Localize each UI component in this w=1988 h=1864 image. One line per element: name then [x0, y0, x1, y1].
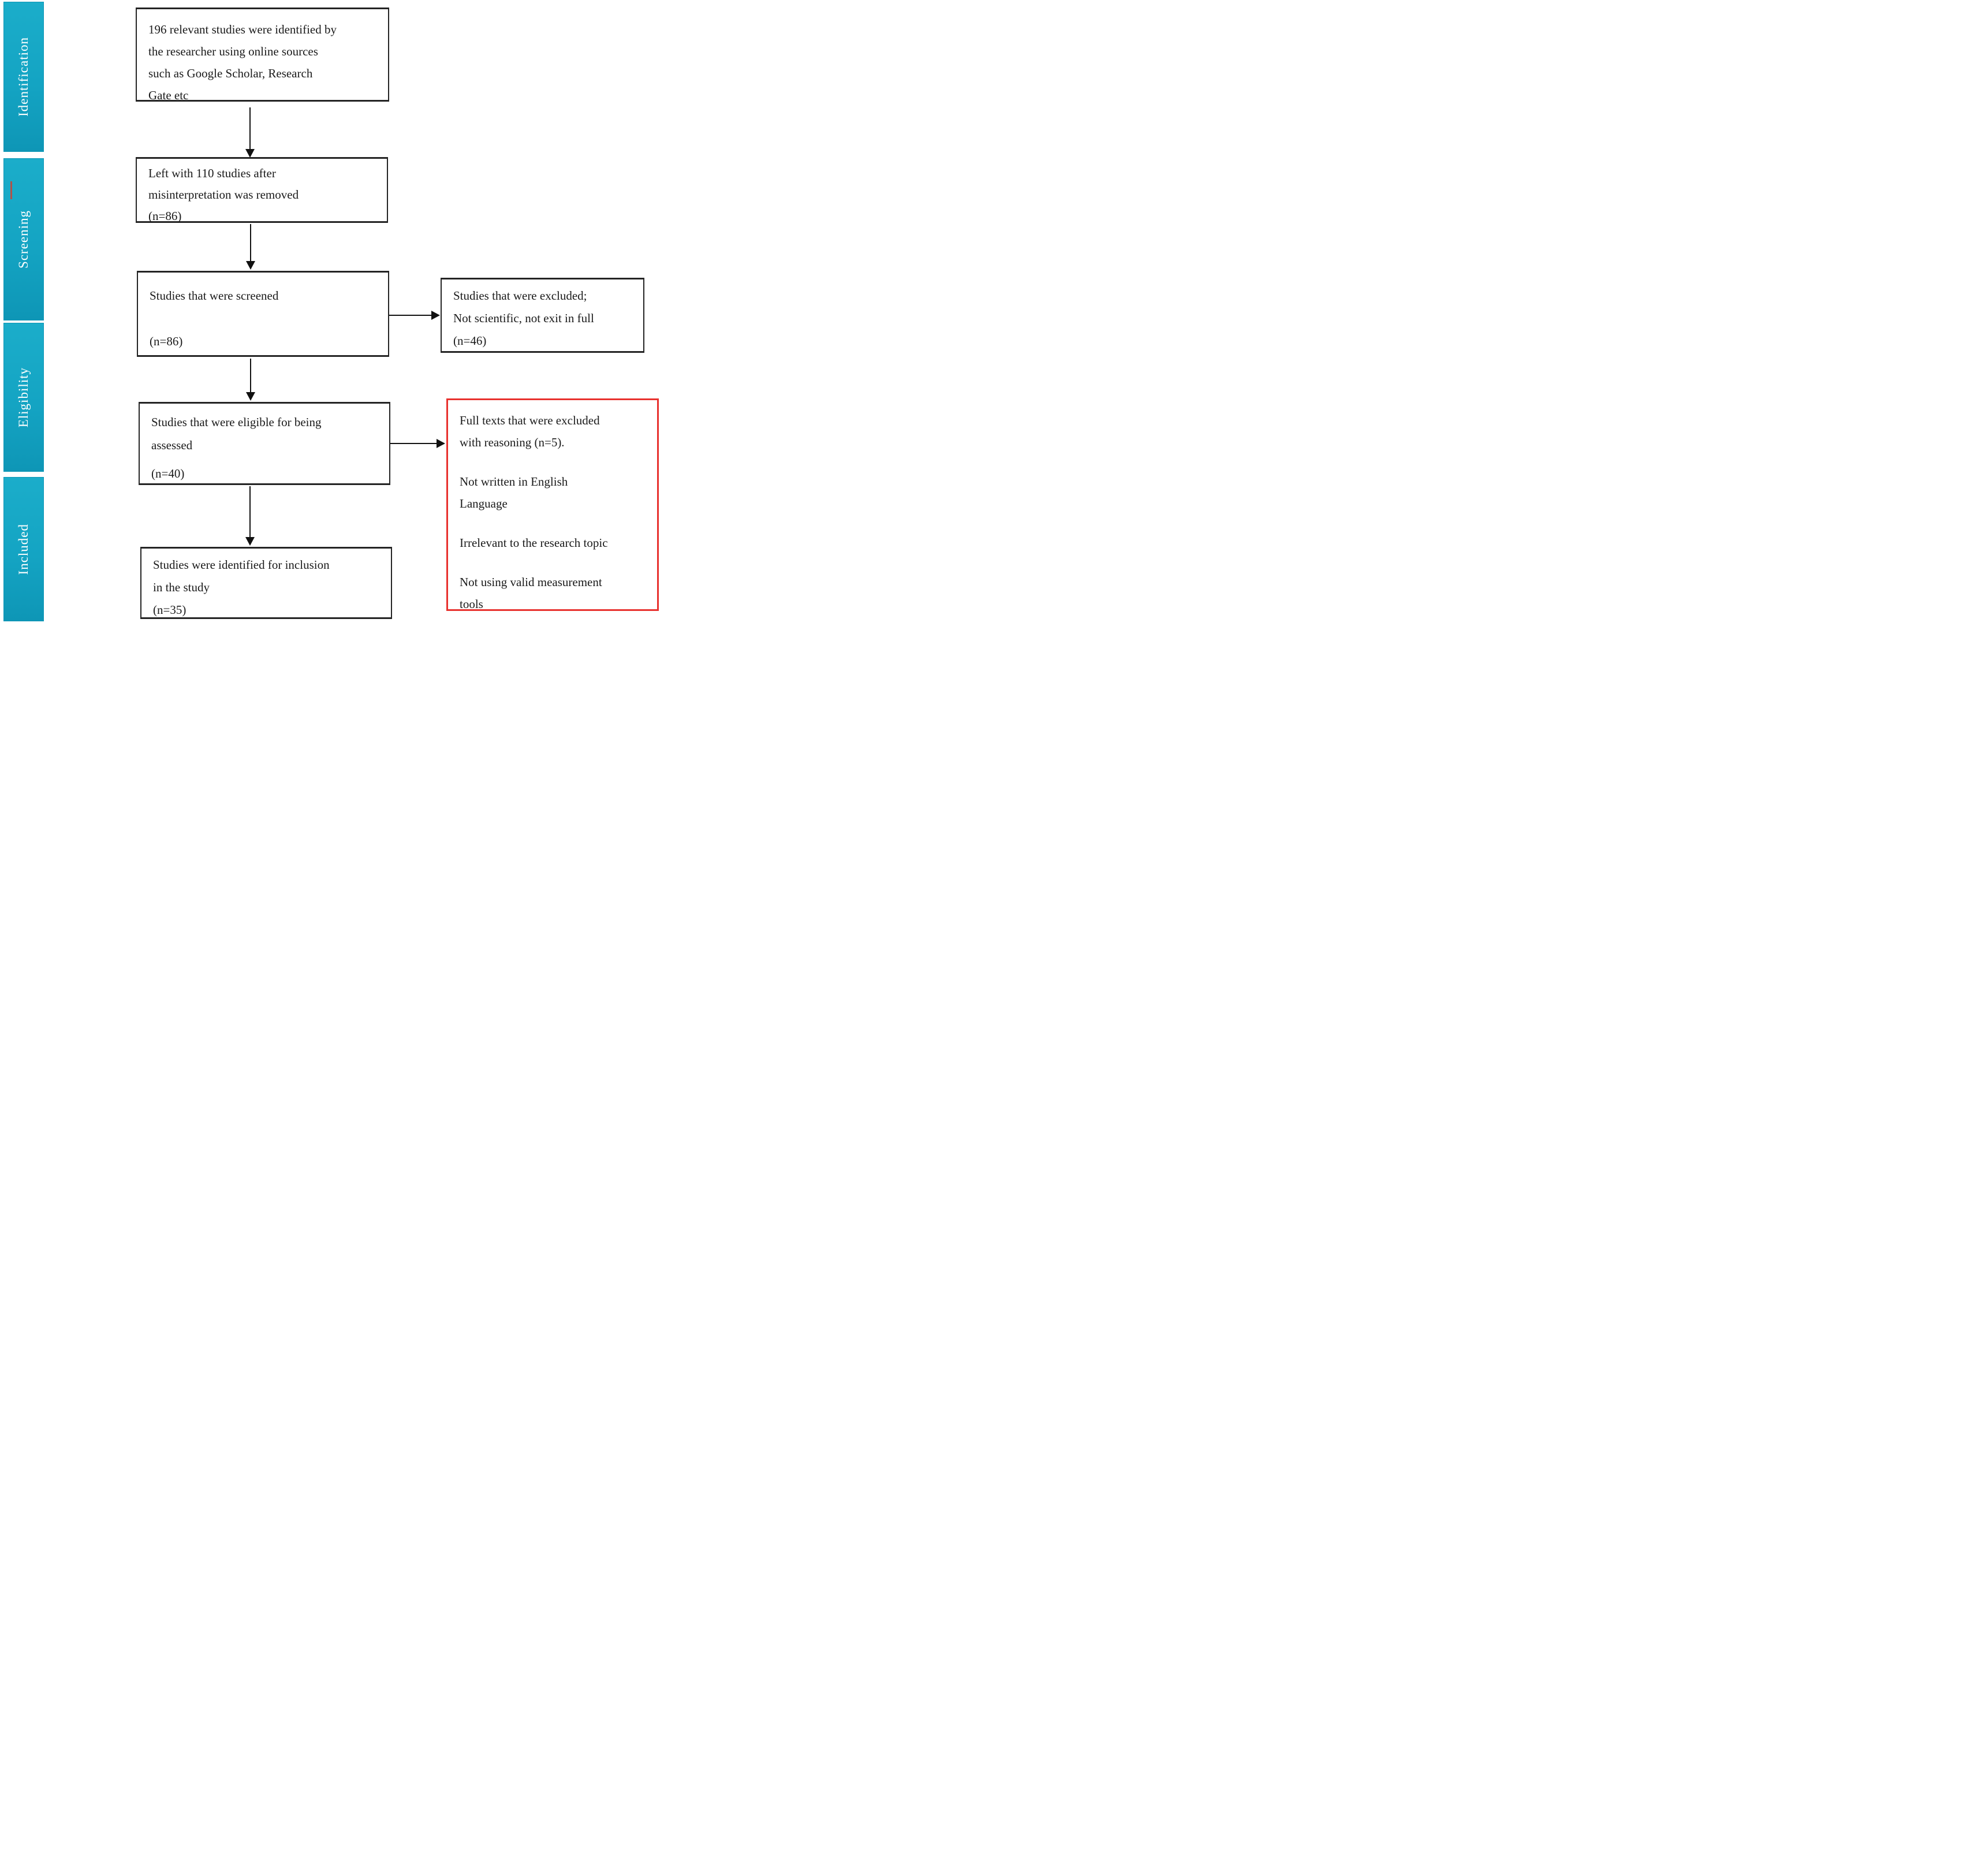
box-text-line: Studies that were eligible for being	[151, 415, 322, 429]
box-text-line: Gate etc	[148, 88, 189, 102]
box-text-line: Studies that were screened	[150, 289, 279, 303]
reason-paragraph: Full texts that were excluded with reaso…	[460, 409, 646, 453]
red-dash-mark	[10, 181, 12, 199]
box-text-line: Studies that were excluded;	[453, 289, 587, 303]
box-studies-eligible: Studies that were eligible for being ass…	[139, 402, 390, 485]
box-studies-screened: Studies that were screened (n=86)	[137, 271, 389, 357]
box-studies-included: Studies were identified for inclusion in…	[140, 547, 392, 619]
arrow-down-head-icon	[245, 149, 255, 158]
box-text-line: Not written in English	[460, 475, 568, 489]
box-text-line: such as Google Scholar, Research	[148, 66, 313, 80]
arrow-down-icon	[250, 224, 251, 262]
box-text-line: (n=86)	[148, 209, 182, 223]
box-identified-studies: 196 relevant studies were identified by …	[136, 8, 389, 102]
arrow-down-head-icon	[246, 392, 255, 401]
box-text-line: Not using valid measurement	[460, 575, 602, 589]
stage-label-included: Included	[16, 523, 31, 575]
reason-paragraph: Not written in English Language	[460, 471, 646, 515]
box-text-line: (n=46)	[453, 334, 487, 348]
stage-label-eligibility: Eligibility	[16, 367, 31, 428]
arrow-right-head-icon	[431, 311, 440, 320]
stage-bar-included: Included	[3, 477, 44, 621]
box-text-line: 196 relevant studies were identified by	[148, 23, 337, 36]
box-after-misinterpretation-removed: Left with 110 studies after misinterpret…	[136, 157, 388, 223]
box-text-line: Irrelevant to the research topic	[460, 536, 608, 550]
stage-bar-screening: Screening	[3, 158, 44, 320]
box-text-line: Language	[460, 497, 508, 510]
arrow-down-icon	[250, 359, 251, 393]
box-fulltext-excluded-reasons: Full texts that were excluded with reaso…	[446, 398, 659, 611]
box-text-line: in the study	[153, 580, 210, 594]
arrow-down-icon	[249, 107, 251, 150]
stage-bar-identification: Identification	[3, 2, 44, 152]
box-count: (n=40)	[151, 467, 185, 480]
arrow-down-head-icon	[246, 261, 255, 270]
prisma-flow-diagram: Identification Screening Eligibility Inc…	[0, 0, 663, 621]
stage-bar-eligibility: Eligibility	[3, 323, 44, 472]
reason-paragraph: Not using valid measurement tools	[460, 571, 646, 615]
box-text-line: (n=35)	[153, 603, 187, 617]
box-text-line: Left with 110 studies after	[148, 166, 276, 180]
box-text-line: the researcher using online sources	[148, 44, 318, 58]
box-text-line: assessed	[151, 438, 193, 452]
box-count: (n=86)	[150, 334, 183, 348]
arrow-down-head-icon	[245, 537, 255, 546]
arrow-down-icon	[249, 486, 251, 538]
box-text-line: Not scientific, not exit in full	[453, 311, 594, 325]
box-text-line: Studies were identified for inclusion	[153, 558, 330, 572]
box-excluded-at-screening: Studies that were excluded; Not scientif…	[441, 278, 644, 353]
arrow-right-head-icon	[437, 439, 445, 448]
stage-label-identification: Identification	[16, 37, 31, 117]
box-text-line: tools	[460, 597, 483, 611]
stage-label-screening: Screening	[16, 210, 31, 269]
box-text-line: with reasoning (n=5).	[460, 435, 565, 449]
reason-paragraph: Irrelevant to the research topic	[460, 532, 646, 554]
arrow-right-icon	[390, 443, 437, 444]
box-text-line: Full texts that were excluded	[460, 413, 600, 427]
box-text-line: misinterpretation was removed	[148, 188, 299, 202]
arrow-right-icon	[389, 315, 432, 316]
